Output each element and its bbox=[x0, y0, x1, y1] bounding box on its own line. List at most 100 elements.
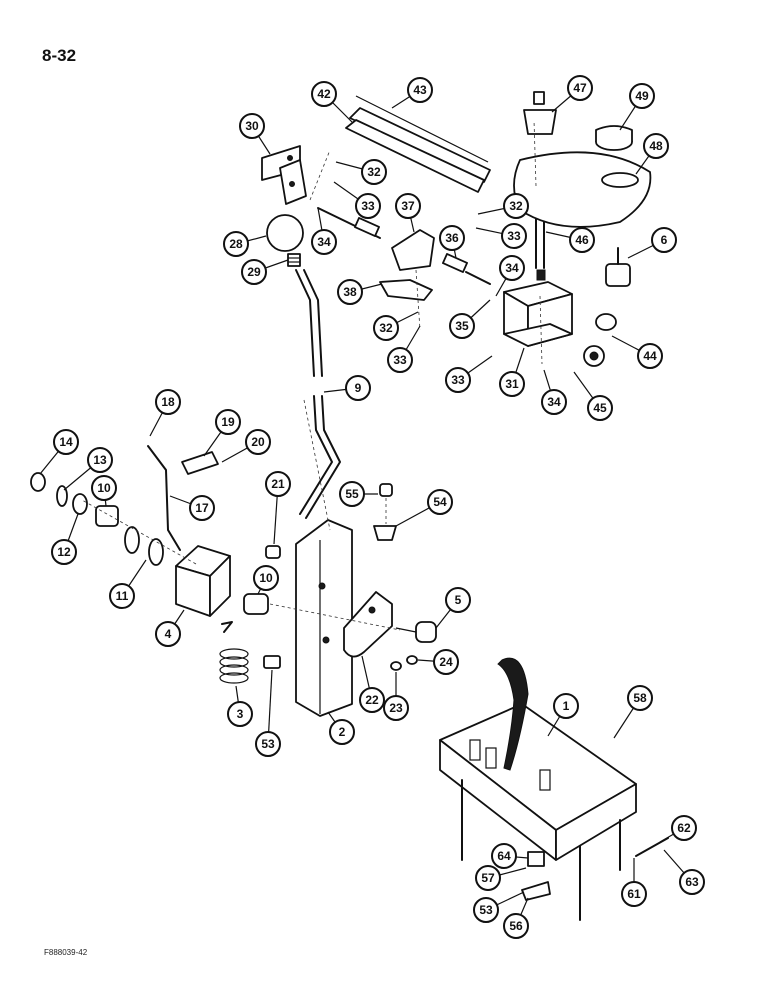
callout-22: 22 bbox=[359, 655, 385, 713]
svg-text:34: 34 bbox=[317, 235, 331, 249]
svg-text:31: 31 bbox=[505, 377, 519, 391]
svg-text:35: 35 bbox=[455, 319, 469, 333]
callout-33: 33 bbox=[387, 325, 421, 373]
svg-text:19: 19 bbox=[221, 415, 235, 429]
svg-text:58: 58 bbox=[633, 691, 647, 705]
svg-text:53: 53 bbox=[261, 737, 275, 751]
callout-12: 12 bbox=[51, 513, 79, 565]
lever-plate-22 bbox=[343, 591, 393, 658]
callout-10: 10 bbox=[253, 565, 279, 595]
svg-text:29: 29 bbox=[247, 265, 261, 279]
svg-text:63: 63 bbox=[685, 875, 699, 889]
callout-6: 6 bbox=[627, 227, 677, 259]
switch-6 bbox=[605, 247, 631, 287]
svg-text:33: 33 bbox=[507, 229, 521, 243]
svg-text:54: 54 bbox=[433, 495, 447, 509]
callout-53: 53 bbox=[255, 669, 281, 757]
svg-text:32: 32 bbox=[509, 199, 523, 213]
svg-text:34: 34 bbox=[505, 261, 519, 275]
callout-32: 32 bbox=[335, 159, 387, 185]
upper-plate-strip bbox=[345, 95, 491, 193]
callout-4: 4 bbox=[155, 609, 185, 647]
svg-text:49: 49 bbox=[635, 89, 649, 103]
svg-text:12: 12 bbox=[57, 545, 71, 559]
svg-text:43: 43 bbox=[413, 83, 427, 97]
pulley-44 bbox=[583, 313, 617, 367]
svg-text:64: 64 bbox=[497, 849, 511, 863]
svg-text:33: 33 bbox=[361, 199, 375, 213]
svg-text:24: 24 bbox=[439, 655, 453, 669]
svg-text:32: 32 bbox=[367, 165, 381, 179]
upright-bracket-2 bbox=[295, 519, 353, 717]
plate-19 bbox=[181, 451, 219, 475]
knob-47 bbox=[523, 91, 557, 135]
bushing-10 bbox=[243, 593, 269, 615]
callout-64: 64 bbox=[491, 843, 529, 869]
callout-34: 34 bbox=[541, 369, 567, 415]
spring-29 bbox=[287, 253, 301, 267]
grommet-21 bbox=[265, 545, 281, 559]
callout-5: 5 bbox=[435, 587, 471, 629]
callout-57: 57 bbox=[475, 865, 527, 891]
svg-text:17: 17 bbox=[195, 501, 209, 515]
callout-37: 37 bbox=[395, 193, 421, 233]
callout-11: 11 bbox=[109, 559, 147, 609]
callout-28: 28 bbox=[223, 231, 267, 257]
bracket-30 bbox=[261, 145, 307, 205]
washer-24 bbox=[406, 655, 418, 665]
svg-text:45: 45 bbox=[593, 401, 607, 415]
callout-31: 31 bbox=[499, 347, 525, 397]
callout-54: 54 bbox=[395, 489, 453, 527]
callout-34: 34 bbox=[495, 255, 525, 297]
knob-28 bbox=[266, 214, 304, 252]
callout-24: 24 bbox=[417, 649, 459, 675]
switch-bracket-64 bbox=[521, 851, 551, 901]
rod-assembly bbox=[317, 207, 491, 301]
callout-3: 3 bbox=[227, 685, 253, 727]
svg-text:30: 30 bbox=[245, 119, 259, 133]
svg-text:1: 1 bbox=[563, 699, 570, 713]
svg-text:33: 33 bbox=[393, 353, 407, 367]
svg-text:21: 21 bbox=[271, 477, 285, 491]
svg-text:3: 3 bbox=[237, 707, 244, 721]
svg-text:48: 48 bbox=[649, 139, 663, 153]
page-number: 8-32 bbox=[42, 46, 77, 65]
callout-9: 9 bbox=[323, 375, 371, 401]
svg-text:46: 46 bbox=[575, 233, 589, 247]
callout-35: 35 bbox=[449, 299, 491, 339]
spring-3 bbox=[219, 621, 249, 684]
callout-43: 43 bbox=[391, 77, 433, 109]
svg-text:13: 13 bbox=[93, 453, 107, 467]
callout-13: 13 bbox=[63, 447, 113, 491]
svg-text:57: 57 bbox=[481, 871, 495, 885]
svg-text:23: 23 bbox=[389, 701, 403, 715]
svg-text:5: 5 bbox=[455, 593, 462, 607]
svg-text:4: 4 bbox=[165, 627, 172, 641]
bracket-31 bbox=[503, 281, 573, 347]
callout-17: 17 bbox=[169, 495, 215, 521]
callout-34: 34 bbox=[311, 207, 337, 255]
svg-text:32: 32 bbox=[379, 321, 393, 335]
svg-text:28: 28 bbox=[229, 237, 243, 251]
callout-32: 32 bbox=[477, 193, 529, 219]
callout-42: 42 bbox=[311, 81, 353, 123]
shift-lever-9 bbox=[295, 269, 341, 519]
callout-49: 49 bbox=[619, 83, 655, 131]
svg-text:10: 10 bbox=[259, 571, 273, 585]
svg-text:11: 11 bbox=[116, 589, 129, 603]
callout-10: 10 bbox=[91, 475, 117, 507]
callout-46: 46 bbox=[545, 227, 595, 253]
callout-62: 62 bbox=[659, 815, 697, 843]
nut-53 bbox=[263, 655, 281, 669]
boot-plate bbox=[513, 125, 652, 228]
svg-text:61: 61 bbox=[627, 887, 641, 901]
callout-30: 30 bbox=[239, 113, 271, 155]
callout-53: 53 bbox=[473, 891, 525, 923]
svg-text:47: 47 bbox=[573, 81, 587, 95]
svg-text:42: 42 bbox=[317, 87, 331, 101]
knob-5 bbox=[395, 621, 437, 643]
callouts: 1 2 3 4 5 6 9 10 10 11 12 13 14 17 18 19… bbox=[39, 75, 705, 939]
callout-33: 33 bbox=[475, 223, 527, 249]
callout-2: 2 bbox=[327, 711, 355, 745]
callout-19: 19 bbox=[203, 409, 241, 457]
